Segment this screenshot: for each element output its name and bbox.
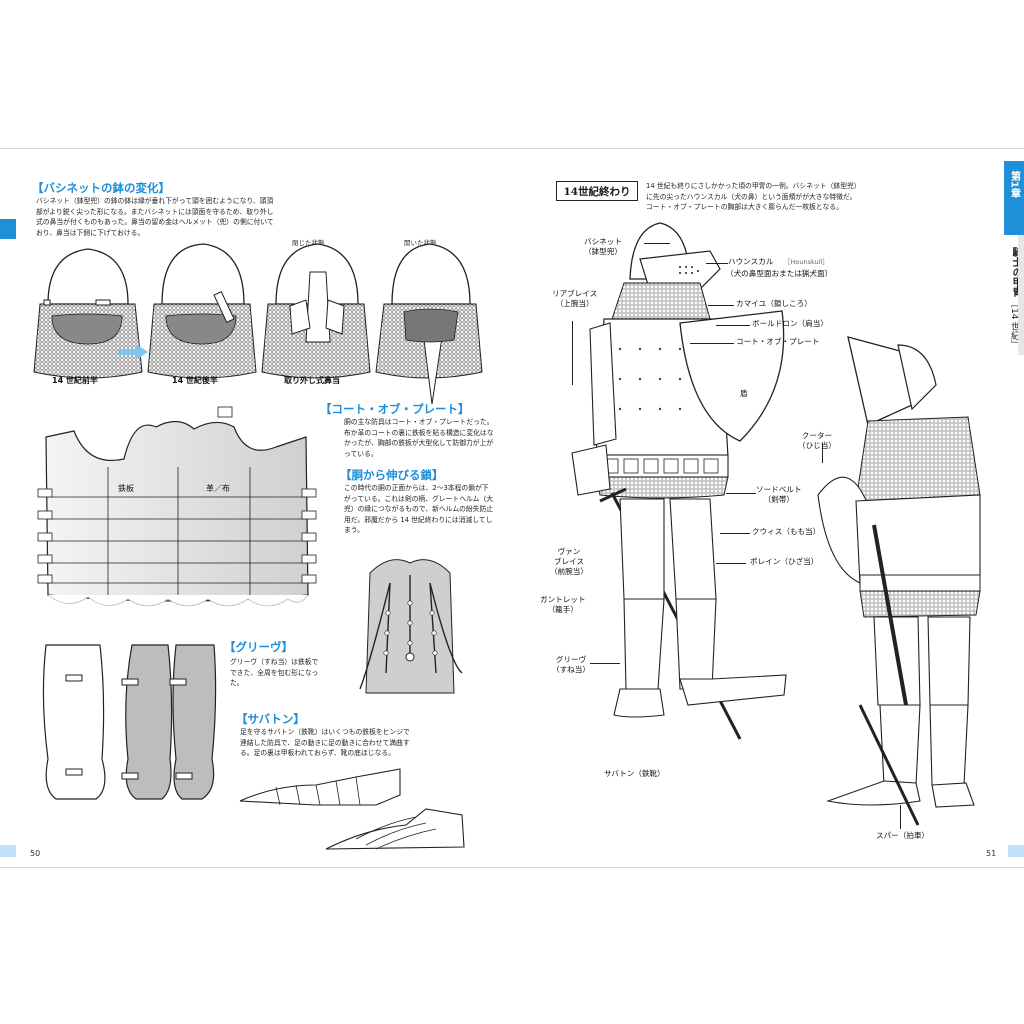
chapter-number: 第1章 [1008,171,1020,198]
label-bascinet: バシネット （鉢型兜） [584,237,622,256]
label-shield: 盾 [740,389,748,398]
label-houndskull: ハウンスカル [728,257,774,266]
leader-sword-belt [726,493,756,494]
state-open-label: 開いた状態 [404,239,437,247]
label-greave: グリーヴ （すね当） [552,655,590,674]
leader-couter [822,443,823,463]
chapter-title-vertical: 騎士の甲冑 [1010,247,1021,297]
caption-removable-nasal: 取り外し式鼻当 [284,376,340,385]
knight-front-illustration [571,222,787,740]
label-spur: スパー（拍車） [876,831,930,840]
bascinet-helmets-illustration [33,243,483,405]
label-iron-plate: 鉄板 [118,484,134,493]
leader-spur [900,805,901,829]
leader-coat [690,343,734,344]
sabaton-body: 足を守るサバトン（鉄靴）はいくつもの鉄板をヒンジで連結した防具で、足の動きに足の… [240,728,410,757]
bascinet-body: バシネット（鉢型兜）の鉢の鉢は縁が垂れ下がって頭を囲むようになり、頭頂部がより鋭… [36,197,274,237]
leader-poleyn [716,563,746,564]
label-poleyn: ポレイン（ひざ当） [750,557,819,566]
label-houndskull-sub: （犬の鼻型面おまたは猟犬面） [726,269,833,278]
label-vambrace: ヴァン ブレイス （前腕当） [550,547,588,576]
chain-illustration [359,559,463,694]
label-coat: コート・オブ・プレート [736,337,820,346]
left-corner-tab [0,219,16,239]
helmet-late-14c [147,243,257,379]
leader-bordron [716,325,750,326]
chain-heading: 【胴から伸びる鎖】 [340,468,444,482]
chapter-sub-vertical: ［14 世紀］ [1009,299,1019,350]
state-closed-label: 閉じた状態 [292,239,325,247]
leader-greave [590,663,620,664]
sabaton-heading: 【サバトン】 [236,712,305,726]
leader-rerebrace [572,321,573,385]
sabaton-illustration [239,768,465,850]
chapter-side-strip [1018,235,1024,355]
knight-side-illustration [817,336,981,826]
greave-body: グリーヴ（すね当）は鉄板でできた、全周を包む形になった。 [230,658,319,687]
book-spread: 【バシネットの鉢の変化】 バシネット（鉢型兜）の鉢の鉢は縁が垂れ下がって頭を囲む… [0,148,1024,868]
right-page-number: 51 [986,849,997,858]
label-couter: クーター （ひじ当） [798,431,836,450]
leader-camail [708,305,734,306]
leader-houndskull [706,263,728,264]
label-cuisse: クウィス（もも当） [752,527,821,536]
label-gauntlet: ガントレット （籠手） [540,595,586,614]
helmet-early-14c [33,248,143,379]
chapter-tab: 第1章 [1004,161,1024,235]
leader-cuisse [720,533,750,534]
helmet-closed-nasal [261,243,371,379]
greave-illustration [42,644,217,800]
helmet-open-nasal [375,243,483,405]
right-title: 14世紀終わり [563,185,631,198]
coat-of-plates-illustration [37,406,317,607]
chain-body: この時代の胴の正面からは、2～3本程の鎖が下がっている。これは剣の柄、グレートヘ… [344,484,494,534]
coat-of-plates-heading: 【コート・オブ・プレート】 [320,402,470,416]
label-sabaton: サバトン（鉄靴） [604,769,665,778]
label-bordron: ボールドロン（肩当） [752,319,828,328]
label-houndskull-en: ［Hounskull］ [784,258,829,266]
label-camail: カマイユ（鎖しころ） [736,299,812,308]
caption-late-14c: 14 世紀後半 [172,376,218,385]
right-bottom-tab [1008,845,1024,857]
label-rerebrace: リアブレイス （上腕当） [552,289,598,308]
right-intro: 14 世紀も終りにさしかかった頃の甲冑の一例。バシネット（鉢型兜）に先の尖ったハ… [646,182,858,211]
left-bottom-tab [0,845,16,857]
label-sword-belt: ソードベルト （剣帯） [756,485,802,504]
coat-of-plates-body: 胴の主な防具はコート・オブ・プレートだった。布か革のコートの裏に鉄板を貼る構造に… [344,418,494,458]
label-leather-cloth: 革／布 [206,484,230,493]
caption-early-14c: 14 世紀前半 [52,376,98,385]
leader-bascinet [644,243,670,244]
right-title-box: 14世紀終わり [556,181,638,201]
left-page-number: 50 [30,849,41,858]
bascinet-heading: 【バシネットの鉢の変化】 [32,181,170,195]
greave-heading: 【グリーヴ】 [224,640,293,654]
